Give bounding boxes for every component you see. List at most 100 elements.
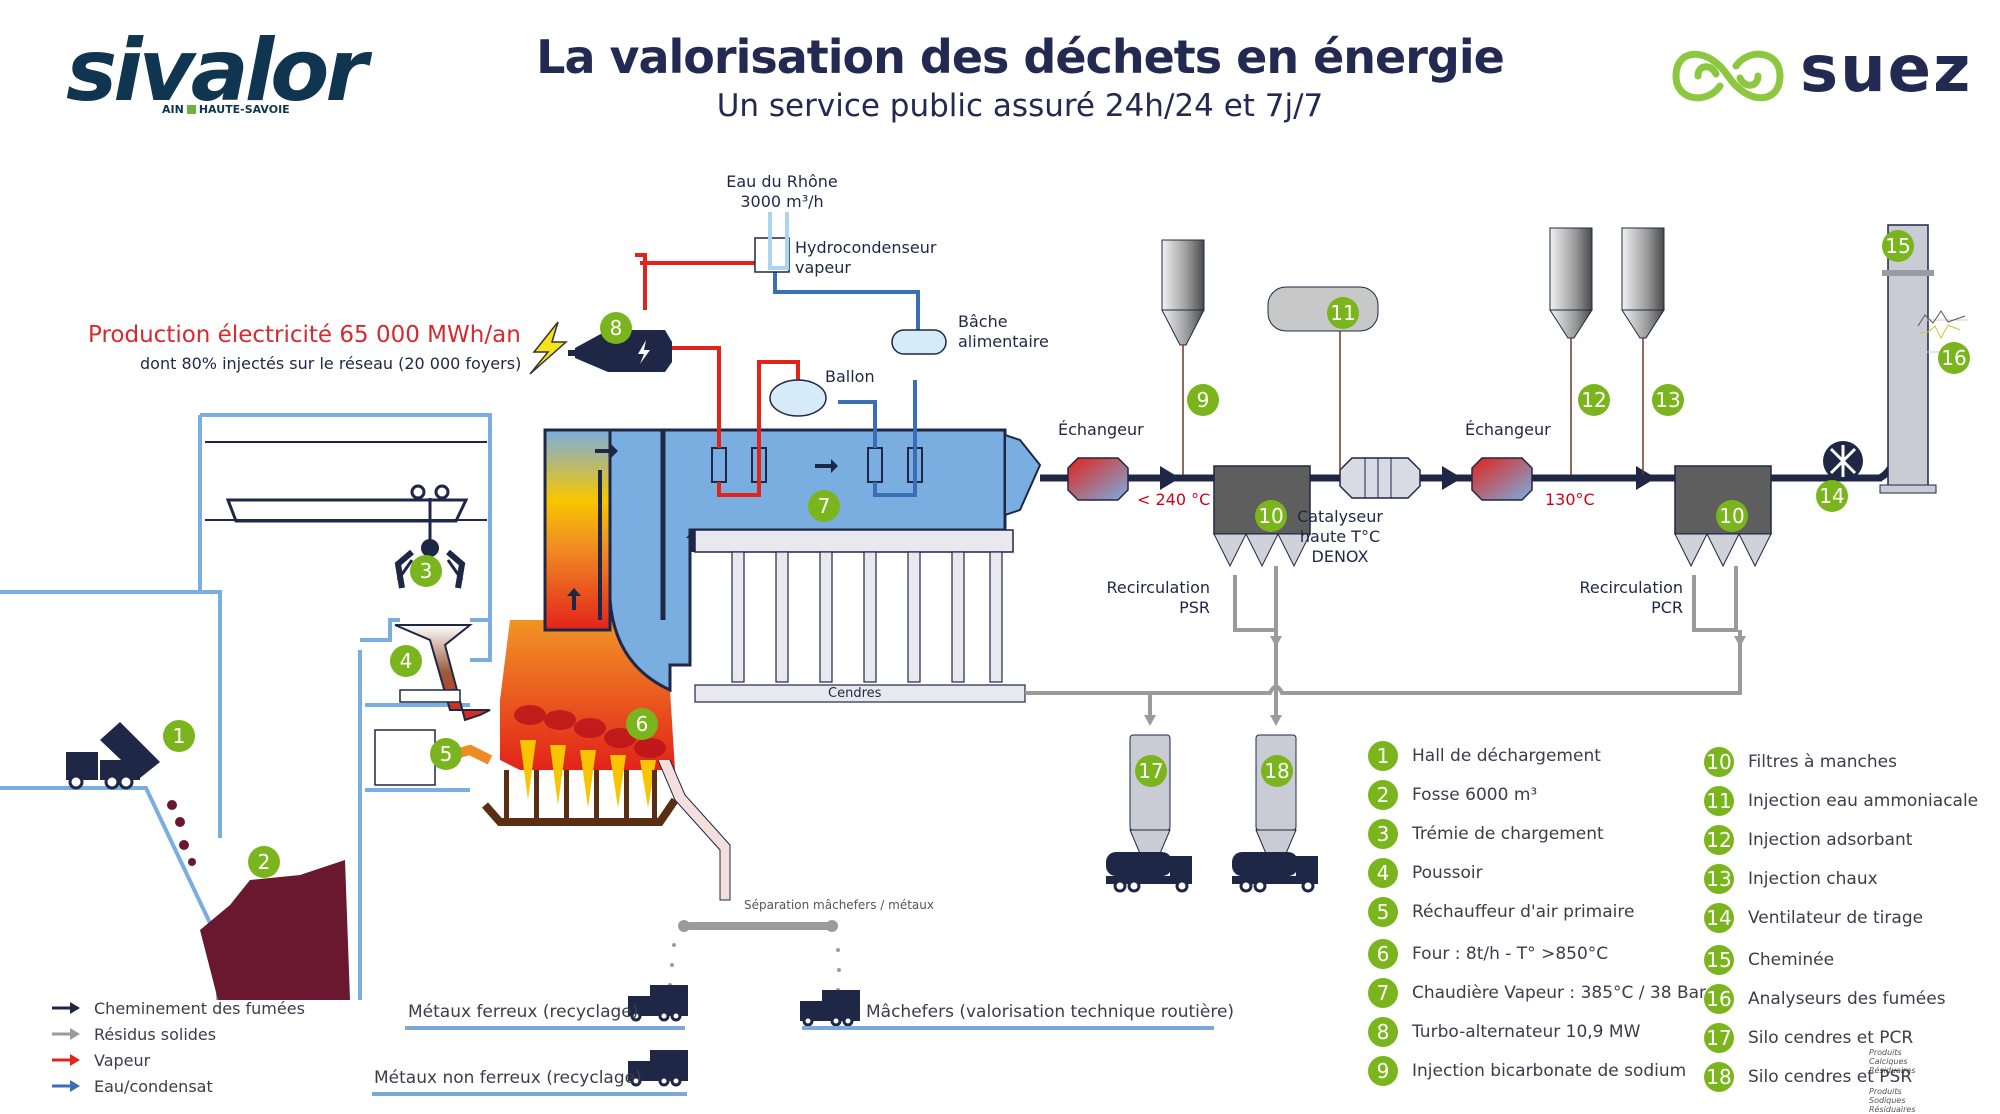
page-subtitle: Un service public assuré 24h/24 et 7j/7: [716, 88, 1324, 124]
legend-label: Four : 8t/h - T° >850°C: [1412, 944, 1609, 964]
badge-15: 15: [1882, 230, 1914, 262]
legend-item-10: 10 Filtres à manches: [1704, 746, 1897, 778]
badge-4: 4: [390, 645, 422, 677]
legend-badge: 1: [1368, 741, 1398, 771]
legend-label: Injection adsorbant: [1748, 830, 1913, 850]
chimney: [1887, 224, 1929, 491]
silo-adsorbant: [1549, 227, 1593, 339]
legend-label: Hall de déchargement: [1412, 746, 1601, 766]
legend-badge: 3: [1368, 819, 1398, 849]
legend-label: Silo cendres et PCR: [1748, 1028, 1914, 1048]
silo-bicarbonate: [1161, 239, 1205, 346]
legend-badge: 16: [1704, 984, 1734, 1014]
legend-badge: 18: [1704, 1062, 1734, 1092]
hydrocondenseur-text: Hydrocondenseur: [795, 238, 937, 257]
temperature-1-label: < 240 °C: [1137, 490, 1211, 509]
badge-1: 1: [163, 720, 195, 752]
legend-label: Fosse 6000 m³: [1412, 785, 1538, 805]
legend-item-1: 1 Hall de déchargement: [1368, 740, 1601, 772]
tanker-truck-icon: [1232, 852, 1318, 893]
legend-badge: 5: [1368, 897, 1398, 927]
heat-exchanger-2: [1471, 457, 1533, 501]
arrow-residus-icon: [52, 1028, 80, 1040]
output-underline: [405, 1026, 685, 1030]
badge-7: 7: [808, 490, 840, 522]
temperature-2-label: 130°C: [1545, 490, 1595, 509]
legend-badge: 10: [1704, 747, 1734, 777]
legend-badge: 11: [1704, 786, 1734, 816]
badge-13: 13: [1652, 384, 1684, 416]
arrow-fumees-icon: [52, 1002, 80, 1014]
electricity-production-title: Production électricité 65 000 MWh/an: [88, 322, 521, 348]
legend-badge: 13: [1704, 864, 1734, 894]
output-underline: [372, 1092, 687, 1096]
legend-label: Analyseurs des fumées: [1748, 989, 1946, 1009]
ammonia-tank: [1267, 286, 1379, 332]
ballon-label: Ballon: [825, 367, 875, 386]
legend-badge: 8: [1368, 1017, 1398, 1047]
echangeur-1-label: Échangeur: [1058, 420, 1144, 439]
hopper: [394, 624, 491, 722]
arrow-eau-icon: [52, 1080, 80, 1092]
catalyseur-text-1: Catalyseur: [1297, 507, 1383, 526]
recirc-pcr-text-2: PCR: [1651, 598, 1683, 617]
badge-8: 8: [600, 312, 632, 344]
pusher: [399, 689, 461, 703]
output-metaux-non-ferreux: Métaux non ferreux (recyclage): [374, 1068, 642, 1088]
dump-truck-icon: [66, 722, 160, 790]
badge-9: 9: [1187, 384, 1219, 416]
slag-chute: [657, 759, 731, 901]
recirc-pcr-text-1: Recirculation: [1579, 578, 1683, 597]
suez-swirl-logo-icon: [1672, 50, 1784, 102]
suez-logo: suez: [1800, 33, 1973, 107]
legend-label: Turbo-alternateur 10,9 MW: [1412, 1022, 1641, 1042]
ash-hoppers: [731, 551, 1003, 683]
electricity-production-subtitle: dont 80% injectés sur le réseau (20 000 …: [140, 354, 522, 373]
legend-label: Silo cendres et PSR: [1748, 1067, 1913, 1087]
badge-11: 11: [1327, 297, 1359, 329]
logo-sub-haute-savoie: HAUTE-SAVOIE: [198, 103, 290, 116]
legend-label: Injection eau ammoniacale: [1748, 791, 1979, 811]
legend-label: Cheminée: [1748, 950, 1835, 970]
badge-3: 3: [410, 555, 442, 587]
box-truck-icon: [800, 990, 860, 1027]
separation-conveyor: [685, 922, 830, 930]
badge-17: 17: [1135, 755, 1167, 787]
flow-legend-item: Eau/condensat: [52, 1074, 213, 1098]
legend-item-6: 6 Four : 8t/h - T° >850°C: [1368, 938, 1608, 970]
box-truck-icon: [628, 1050, 688, 1087]
legend-badge: 6: [1368, 939, 1398, 969]
badge-2: 2: [248, 846, 280, 878]
recirc-psr-text-1: Recirculation: [1106, 578, 1210, 597]
turbo-alternator-icon: [568, 330, 672, 372]
flow-legend-label: Cheminement des fumées: [94, 998, 305, 1018]
flow-legend-label: Résidus solides: [94, 1024, 217, 1044]
hydrocondenseur-text-2: vapeur: [795, 258, 851, 277]
catalyseur-text-3: DENOX: [1311, 547, 1369, 566]
badge-10a: 10: [1255, 500, 1287, 532]
eau-rhone-text: Eau du Rhône: [726, 172, 838, 191]
output-metaux-ferreux: Métaux ferreux (recyclage): [408, 1002, 639, 1022]
legend-label: Trémie de chargement: [1412, 824, 1604, 844]
legend-item-16: 16 Analyseurs des fumées: [1704, 983, 1946, 1015]
eau-rhone-flow: 3000 m³/h: [740, 192, 824, 211]
silo-chaux: [1621, 227, 1665, 339]
waste-pit-fill: [200, 860, 350, 1000]
legend-label: Filtres à manches: [1748, 752, 1897, 772]
legend-label: Ventilateur de tirage: [1748, 908, 1924, 928]
legend-badge: 17: [1704, 1023, 1734, 1053]
legend-item-11: 11 Injection eau ammoniacale: [1704, 785, 1978, 817]
legend-label: Poussoir: [1412, 863, 1483, 883]
output-underline: [802, 1026, 1214, 1030]
